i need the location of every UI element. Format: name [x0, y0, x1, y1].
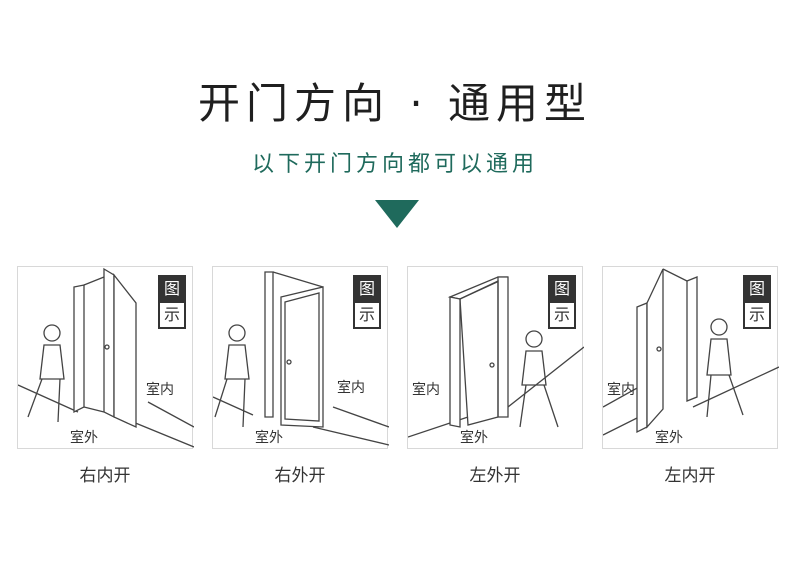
illustration-badge: 图 示: [548, 275, 576, 329]
outdoor-label: 室外: [655, 430, 683, 446]
door-illustration: [18, 267, 194, 448]
door-illustration: [408, 276, 584, 438]
down-triangle-icon: [375, 200, 419, 228]
caption-left-inward: 左内开: [664, 466, 716, 486]
door-panel-left-outward: 图 示 室内 室外: [407, 266, 584, 449]
door-panel-left-inward: 图 示 室内 室外: [602, 266, 779, 449]
door-panel-right-outward: 图 示 室内 室外: [212, 266, 389, 449]
caption-left-outward: 左外开: [469, 466, 521, 486]
indoor-label: 室内: [412, 382, 440, 398]
illustration-badge: 图 示: [158, 275, 186, 329]
outdoor-label: 室外: [255, 430, 283, 446]
page-title: 开门方向 · 通用型: [197, 79, 593, 128]
outdoor-label: 室外: [70, 430, 98, 446]
door-panel-right-inward: 图 示 室内 室外: [17, 266, 194, 449]
outdoor-label: 室外: [460, 430, 488, 446]
caption-right-outward: 右外开: [274, 466, 326, 486]
door-illustration: [213, 271, 389, 446]
door-illustration: [603, 268, 779, 436]
page-subtitle: 以下开门方向都可以通用: [251, 152, 538, 177]
indoor-label: 室内: [146, 382, 174, 398]
indoor-label: 室内: [607, 382, 635, 398]
illustration-badge: 图 示: [743, 275, 771, 329]
illustration-badge: 图 示: [353, 275, 381, 329]
caption-right-inward: 右内开: [79, 466, 131, 486]
indoor-label: 室内: [337, 380, 365, 396]
